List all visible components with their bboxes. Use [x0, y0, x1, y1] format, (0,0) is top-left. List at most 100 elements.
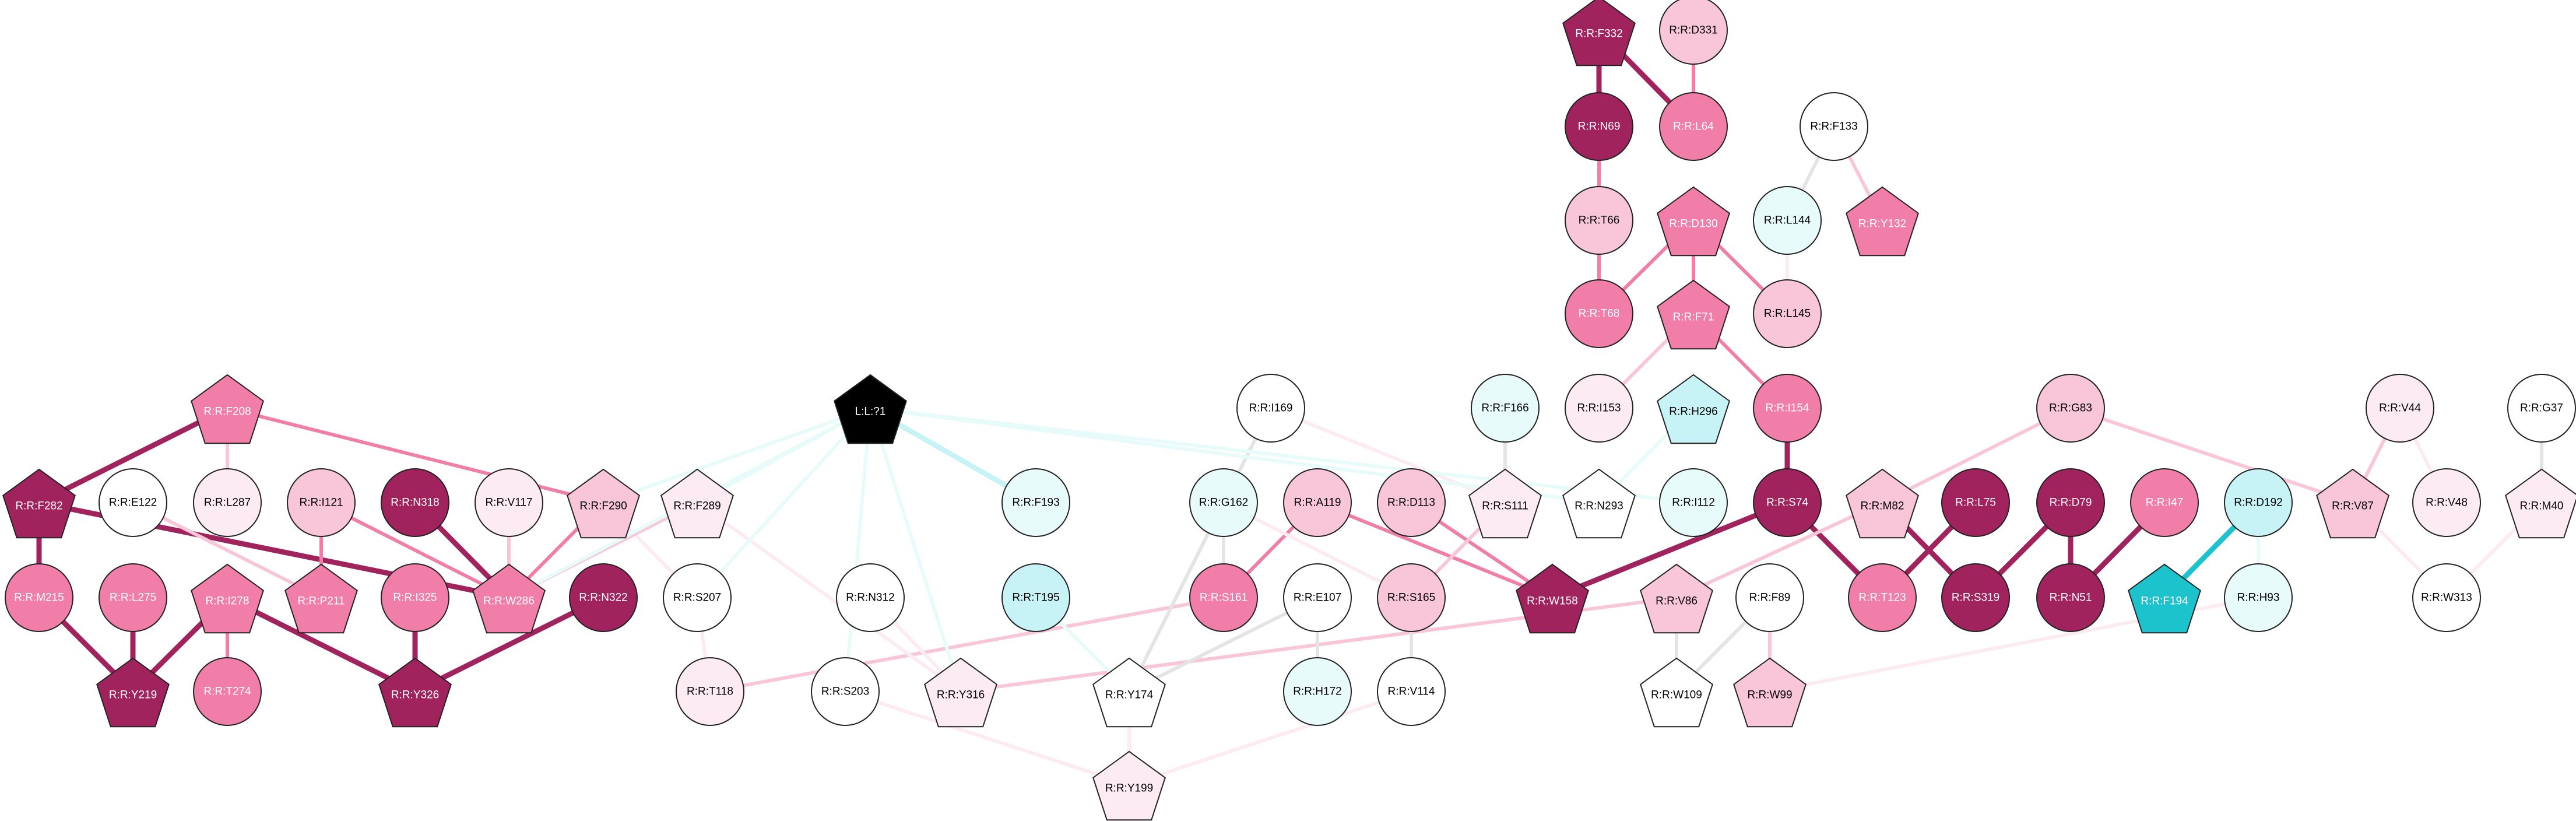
node-label: R:R:N51 — [2050, 592, 2092, 604]
node-label: R:R:V117 — [486, 497, 533, 509]
node-r-r-f290[interactable]: R:R:F290 — [567, 468, 640, 539]
node-r-r-h93[interactable]: R:R:H93 — [2224, 563, 2293, 632]
node-label: R:R:T274 — [203, 686, 251, 698]
node-r-r-f282[interactable]: R:R:F282 — [2, 468, 76, 539]
node-r-r-l144[interactable]: R:R:L144 — [1753, 186, 1822, 255]
node-r-r-d79[interactable]: R:R:D79 — [2036, 468, 2105, 537]
node-r-r-n322[interactable]: R:R:N322 — [569, 563, 638, 632]
node-r-r-i47[interactable]: R:R:I47 — [2130, 468, 2199, 537]
node-r-r-l287[interactable]: R:R:L287 — [193, 468, 262, 537]
node-r-r-h172[interactable]: R:R:H172 — [1283, 657, 1352, 726]
node-r-r-v87[interactable]: R:R:V87 — [2316, 468, 2389, 539]
node-r-r-f332[interactable]: R:R:F332 — [1562, 0, 1636, 66]
node-r-r-d113[interactable]: R:R:D113 — [1377, 468, 1446, 537]
node-label: R:R:H93 — [2237, 592, 2280, 604]
node-r-r-f289[interactable]: R:R:F289 — [660, 468, 734, 539]
node-r-r-e122[interactable]: R:R:E122 — [99, 468, 167, 537]
node-r-r-f193[interactable]: R:R:F193 — [1001, 468, 1070, 537]
node-r-r-i169[interactable]: R:R:I169 — [1236, 374, 1305, 443]
node-shape-pentagon — [1562, 468, 1636, 539]
node-r-r-m215[interactable]: R:R:M215 — [5, 563, 73, 632]
node-r-r-a119[interactable]: R:R:A119 — [1283, 468, 1352, 537]
node-label: R:R:G37 — [2520, 402, 2563, 415]
node-r-r-w286[interactable]: R:R:W286 — [472, 563, 546, 634]
node-r-r-y326[interactable]: R:R:Y326 — [378, 657, 452, 728]
node-r-r-w99[interactable]: R:R:W99 — [1733, 657, 1807, 728]
node-shape-circle — [2507, 374, 2576, 443]
node-r-r-s165[interactable]: R:R:S165 — [1377, 563, 1446, 632]
node-r-r-w313[interactable]: R:R:W313 — [2412, 563, 2481, 632]
node-r-r-m82[interactable]: R:R:M82 — [1846, 468, 1919, 539]
node-r-r-p211[interactable]: R:R:P211 — [284, 563, 358, 634]
node-r-r-y219[interactable]: R:R:Y219 — [96, 657, 170, 728]
node-r-r-w109[interactable]: R:R:W109 — [1640, 657, 1713, 728]
node-r-r-i121[interactable]: R:R:I121 — [287, 468, 356, 537]
node-r-r-l275[interactable]: R:R:L275 — [99, 563, 167, 632]
node-shape-circle — [1735, 563, 1804, 632]
node-r-r-g37[interactable]: R:R:G37 — [2507, 374, 2576, 443]
node-r-r-t195[interactable]: R:R:T195 — [1001, 563, 1070, 632]
node-r-r-y316[interactable]: R:R:Y316 — [924, 657, 997, 728]
node-r-r-d192[interactable]: R:R:D192 — [2224, 468, 2293, 537]
node-l-l-1[interactable]: L:L:?1 — [834, 374, 907, 444]
node-shape-circle — [676, 657, 744, 726]
node-r-r-y132[interactable]: R:R:Y132 — [1846, 186, 1919, 257]
node-r-r-v117[interactable]: R:R:V117 — [475, 468, 543, 537]
node-r-r-s74[interactable]: R:R:S74 — [1753, 468, 1822, 537]
node-label: R:R:L64 — [1673, 121, 1714, 133]
node-r-r-f166[interactable]: R:R:F166 — [1471, 374, 1540, 443]
node-r-r-t68[interactable]: R:R:T68 — [1565, 279, 1633, 348]
node-r-r-y199[interactable]: R:R:Y199 — [1092, 750, 1166, 821]
node-r-r-s111[interactable]: R:R:S111 — [1468, 468, 1542, 539]
node-label: R:R:T66 — [1579, 215, 1620, 227]
node-r-r-t66[interactable]: R:R:T66 — [1565, 186, 1633, 255]
node-r-r-t118[interactable]: R:R:T118 — [676, 657, 744, 726]
node-r-r-n69[interactable]: R:R:N69 — [1565, 92, 1633, 161]
node-r-r-n312[interactable]: R:R:N312 — [836, 563, 905, 632]
node-r-r-v86[interactable]: R:R:V86 — [1640, 563, 1713, 634]
node-label: R:R:I47 — [2146, 497, 2183, 509]
node-r-r-g162[interactable]: R:R:G162 — [1189, 468, 1258, 537]
node-r-r-f208[interactable]: R:R:F208 — [191, 374, 264, 444]
node-r-r-f71[interactable]: R:R:F71 — [1657, 279, 1730, 350]
node-r-r-d130[interactable]: R:R:D130 — [1657, 186, 1730, 257]
node-r-r-i154[interactable]: R:R:I154 — [1753, 374, 1822, 443]
node-shape-circle — [1753, 374, 1822, 443]
node-shape-circle — [2036, 468, 2105, 537]
node-r-r-w158[interactable]: R:R:W158 — [1516, 563, 1589, 634]
node-r-r-t123[interactable]: R:R:T123 — [1848, 563, 1917, 632]
node-r-r-y174[interactable]: R:R:Y174 — [1092, 657, 1166, 728]
node-r-r-e107[interactable]: R:R:E107 — [1283, 563, 1352, 632]
node-r-r-g83[interactable]: R:R:G83 — [2036, 374, 2105, 443]
node-r-r-m40[interactable]: R:R:M40 — [2505, 468, 2576, 539]
node-r-r-f194[interactable]: R:R:F194 — [2128, 563, 2201, 634]
node-r-r-s319[interactable]: R:R:S319 — [1941, 563, 2010, 632]
node-label: R:R:F71 — [1673, 311, 1714, 324]
node-r-r-i112[interactable]: R:R:I112 — [1659, 468, 1728, 537]
node-label: L:L:?1 — [855, 406, 886, 418]
node-r-r-s207[interactable]: R:R:S207 — [663, 563, 732, 632]
node-r-r-t274[interactable]: R:R:T274 — [193, 657, 262, 726]
node-r-r-n318[interactable]: R:R:N318 — [381, 468, 449, 537]
node-r-r-i278[interactable]: R:R:I278 — [191, 563, 264, 634]
node-r-r-v44[interactable]: R:R:V44 — [2366, 374, 2434, 443]
node-r-r-d331[interactable]: R:R:D331 — [1659, 0, 1728, 65]
node-r-r-l64[interactable]: R:R:L64 — [1659, 92, 1728, 161]
node-r-r-v48[interactable]: R:R:V48 — [2412, 468, 2481, 537]
node-r-r-l145[interactable]: R:R:L145 — [1753, 279, 1822, 348]
node-shape-circle — [836, 563, 905, 632]
node-r-r-n51[interactable]: R:R:N51 — [2036, 563, 2105, 632]
node-r-r-s203[interactable]: R:R:S203 — [811, 657, 880, 726]
node-r-r-i153[interactable]: R:R:I153 — [1565, 374, 1633, 443]
node-label: R:R:D130 — [1669, 218, 1717, 230]
node-r-r-s161[interactable]: R:R:S161 — [1189, 563, 1258, 632]
node-r-r-v114[interactable]: R:R:V114 — [1377, 657, 1446, 726]
node-r-r-i325[interactable]: R:R:I325 — [381, 563, 449, 632]
node-r-r-h296[interactable]: R:R:H296 — [1657, 374, 1730, 444]
edge-r-r-s203-r-r-y199 — [844, 690, 1131, 787]
node-shape-circle — [2036, 563, 2105, 632]
node-r-r-l75[interactable]: R:R:L75 — [1941, 468, 2010, 537]
node-r-r-f89[interactable]: R:R:F89 — [1735, 563, 1804, 632]
node-r-r-f133[interactable]: R:R:F133 — [1800, 92, 1868, 161]
node-r-r-n293[interactable]: R:R:N293 — [1562, 468, 1636, 539]
